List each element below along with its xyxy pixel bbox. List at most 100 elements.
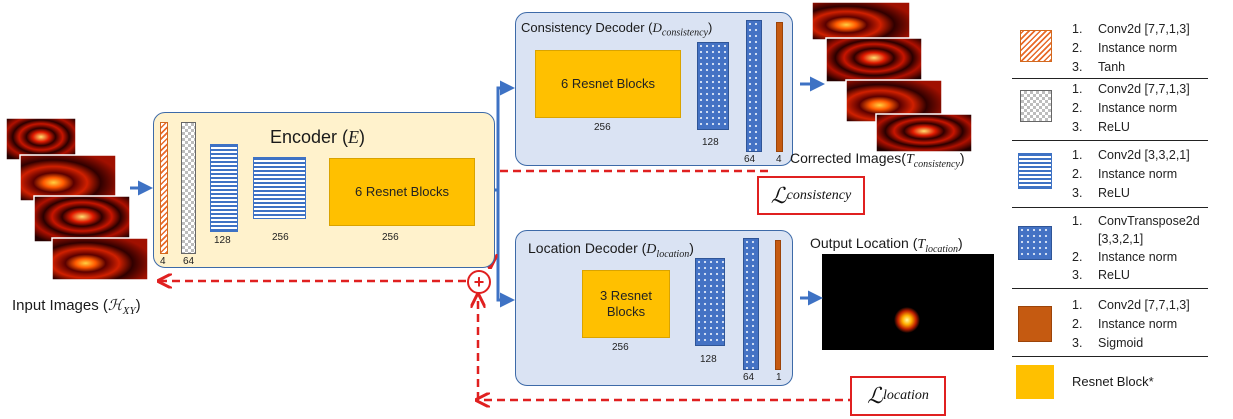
location-upsample-128-layer [695,258,725,346]
consistency-upsample-128-layer [697,42,729,130]
output-location-caption: Output Location (Tlocation) [810,235,963,255]
loss-sum-symbol: + [473,272,485,292]
corrected-caption-subscript: consistency [913,158,960,170]
legend-item: Instance norm [1098,250,1178,264]
corrected-images [811,1,973,153]
legend-divider [1012,207,1208,208]
legend-item: Instance norm [1098,101,1178,115]
legend-item: Conv2d [7,7,1,3] [1098,298,1190,312]
legend-divider [1012,140,1208,141]
encoder-conv-tanh-layer [160,122,168,254]
encoder-label-256-conv: 256 [272,232,289,243]
location-loss-subscript: location [882,388,929,403]
legend-item: ConvTranspose2d [1098,214,1200,228]
legend-item: ReLU [1098,186,1130,200]
legend-item: Instance norm [1098,317,1178,331]
location-decoder-title: Location Decoder (Dlocation) [528,240,694,260]
encoder-label-256-resnet: 256 [382,232,399,243]
consistency-decoder-title: Consistency Decoder (Dconsistency) [521,20,712,39]
corrected-caption-symbol: T [905,152,914,167]
legend-item: ReLU [1098,268,1130,282]
legend-item: Conv2d [7,7,1,3] [1098,82,1190,96]
legend-list-hatch: 1.Conv2d [7,7,1,3] 2.Instance norm 3.Tan… [1072,22,1190,74]
legend-item: [3,3,2,1] [1098,232,1144,246]
legend-swatch-dots [1018,226,1052,260]
legend-swatch-hatch [1020,30,1052,62]
output-caption-close: ) [957,235,963,251]
location-label-1: 1 [776,372,782,383]
legend-list-brown: 1.Conv2d [7,7,1,3] 2.Instance norm 3.Sig… [1072,298,1190,350]
consistency-label-128: 128 [702,137,719,148]
input-images [5,117,149,281]
input-caption-subscript: XY [122,305,136,317]
encoder-conv-relu-layer [181,122,196,254]
consistency-upsample-64-layer [746,20,762,152]
output-caption-symbol: T [917,237,926,252]
encoder-downsample-256-layer [253,157,306,219]
legend-list-check: 1.Conv2d [7,7,1,3] 2.Instance norm 3.ReL… [1072,82,1190,134]
location-label-64: 64 [743,372,755,383]
legend-item: Conv2d [3,3,2,1] [1098,148,1190,162]
corrected-images-caption: Corrected Images(Tconsistency) [790,150,965,170]
location-resnet-label: 3 Resnet Blocks [599,288,653,319]
location-loss-symbol: ℒ [867,383,883,408]
encoder-title: Encoder (E) [270,127,365,148]
legend-swatch-brown [1018,306,1052,342]
location-upsample-64-layer [743,238,759,370]
consistency-conv-sigmoid-layer [776,22,783,152]
encoder-label-128: 128 [214,235,231,246]
consistency-title-close: ) [707,20,713,35]
location-title-close: ) [689,240,694,256]
legend-swatch-resnet [1016,365,1054,399]
location-subscript: location [656,248,690,260]
output-caption-subscript: location [925,243,958,255]
legend-resnet-label: Resnet Block* [1072,374,1154,389]
consistency-symbol: D [652,20,662,35]
encoder-title-text: Encoder ( [270,127,349,147]
encoder-label-4: 4 [160,256,166,267]
location-label-128: 128 [700,354,717,365]
legend-list-hline: 1.Conv2d [3,3,2,1] 2.Instance norm 3.ReL… [1072,148,1190,200]
legend-swatch-check [1020,90,1052,122]
input-images-caption: Input Images (ℋXY) [12,296,141,317]
legend-item: Sigmoid [1098,336,1144,350]
consistency-subscript: consistency [661,27,708,39]
legend-item: Tanh [1098,60,1126,74]
consistency-title-text: Consistency Decoder ( [521,20,653,35]
legend-divider [1012,356,1208,357]
location-symbol: D [646,242,657,257]
location-resnet-blocks: 3 Resnet Blocks [582,270,670,338]
corrected-caption-close: ) [959,150,965,166]
encoder-title-close: ) [359,127,366,147]
input-caption-text: Input Images ( [12,297,108,314]
legend-divider [1012,288,1208,289]
legend-item: Instance norm [1098,41,1178,55]
legend-divider [1012,78,1208,79]
consistency-label-64: 64 [744,154,756,165]
location-conv-sigmoid-layer [775,240,781,370]
legend-list-dots: 1.ConvTranspose2d [3,3,2,1] 2.Instance n… [1072,214,1200,282]
legend-item: Conv2d [7,7,1,3] [1098,22,1190,36]
output-caption-text: Output Location ( [810,235,918,251]
location-title-text: Location Decoder ( [528,240,647,256]
input-caption-symbol: ℋ [107,298,123,314]
loss-sum-node: + [467,270,491,294]
consistency-loss-symbol: ℒ [770,182,787,208]
consistency-label-256: 256 [594,122,611,133]
corrected-caption-text: Corrected Images( [790,150,906,166]
encoder-downsample-128-layer [210,144,238,232]
legend-swatch-hline [1018,153,1052,189]
consistency-loss-subscript: consistency [786,187,852,203]
output-location-image [822,254,994,350]
location-label-256: 256 [612,342,629,353]
legend-item: Instance norm [1098,167,1178,181]
input-caption-close: ) [135,297,141,314]
consistency-resnet-blocks: 6 Resnet Blocks [535,50,681,118]
encoder-symbol: E [348,127,360,147]
encoder-label-64: 64 [183,256,195,267]
encoder-resnet-blocks: 6 Resnet Blocks [329,158,475,226]
consistency-label-4: 4 [776,154,782,165]
